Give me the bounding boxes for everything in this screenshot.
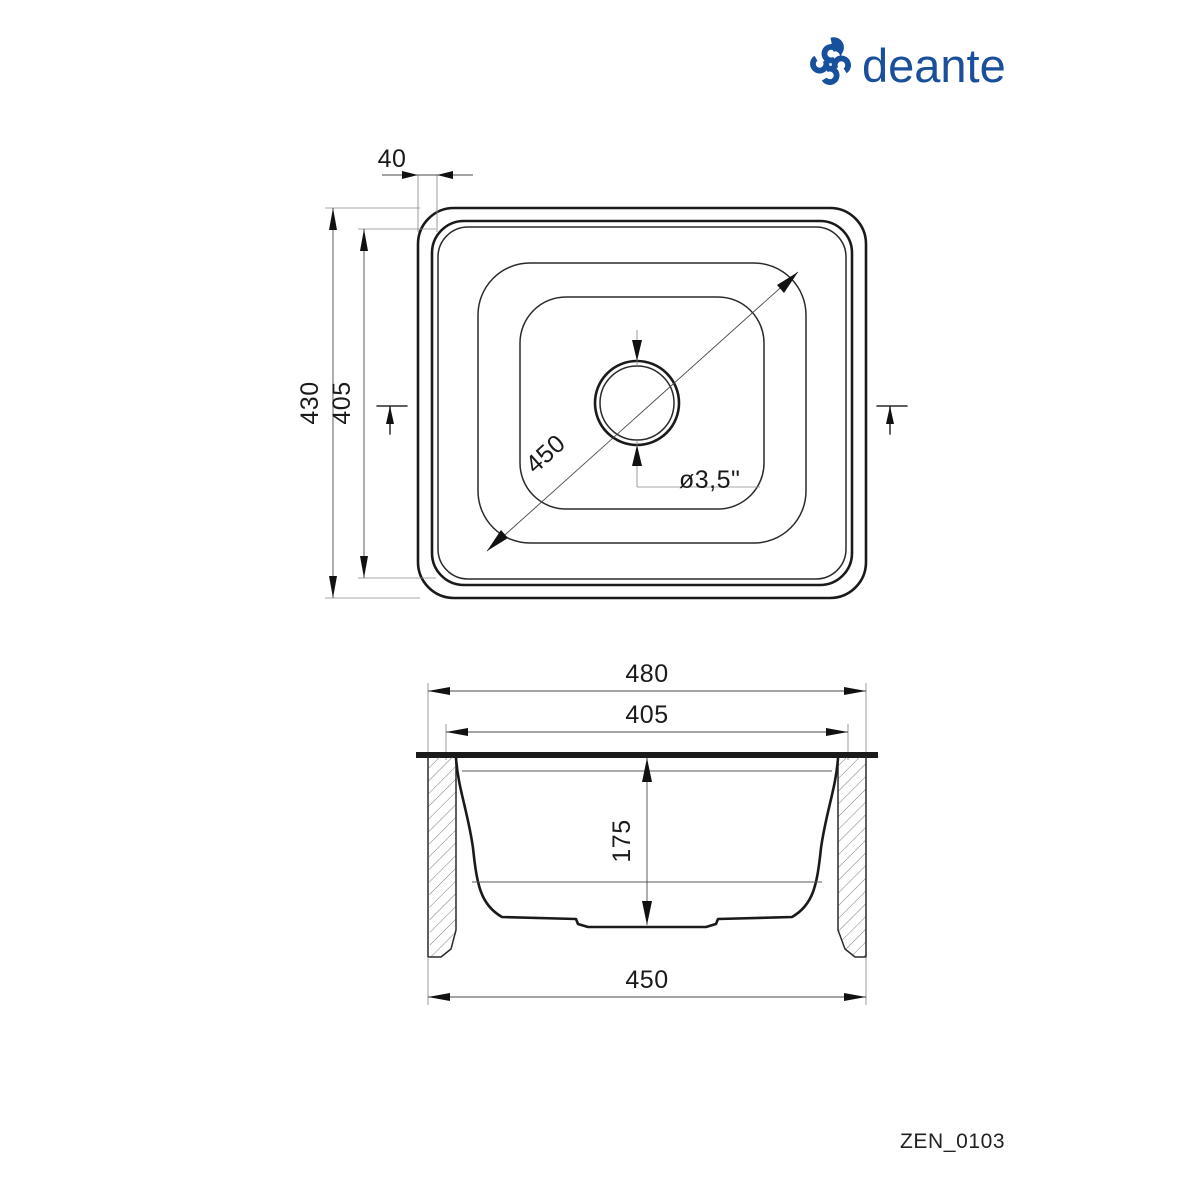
product-code-label: ZEN_0103 (900, 1130, 1005, 1153)
bowl-rim-outline (477, 262, 807, 544)
dimension-480: 480 (427, 660, 867, 760)
bowl-section-profile (454, 756, 840, 929)
drain-inner-circle (599, 365, 675, 441)
centerline-marker-left (376, 405, 408, 435)
dimension-drain-label: ø3,5" (679, 466, 740, 494)
brand-logo: deante (810, 37, 1006, 92)
deante-four-petal-mark (810, 37, 851, 85)
flange-bead-outer (430, 219, 854, 587)
dimension-430: 430 (296, 207, 420, 599)
dimension-405-section: 405 (445, 701, 849, 760)
flange-bead-inner (437, 226, 847, 580)
drain-outer-circle (593, 359, 681, 447)
dimension-40-label: 40 (378, 145, 407, 173)
dimension-405-top: 405 (328, 228, 436, 579)
dimension-480-label: 480 (625, 660, 668, 688)
dimension-405-top-label: 405 (328, 381, 356, 424)
brand-wordmark: deante (862, 39, 1006, 92)
section-wall-left (427, 756, 457, 958)
top-view: 40 430 405 (296, 145, 908, 600)
dimension-450-bottom: 450 (427, 957, 867, 1005)
dimension-405-section-label: 405 (625, 701, 668, 729)
section-view: 480 405 (416, 660, 878, 1005)
dimension-175: 175 (608, 758, 652, 925)
section-wall-right (837, 756, 867, 958)
dimension-450-bottom-label: 450 (625, 966, 668, 994)
centerline-marker-right (876, 405, 908, 435)
dimension-175-label: 175 (608, 819, 636, 862)
dimension-drain: ø3,5" (632, 330, 760, 494)
flange-plate (416, 752, 878, 758)
dimension-40: 40 (378, 145, 473, 232)
bowl-bottom-outline (519, 296, 765, 510)
dimension-430-label: 430 (296, 381, 324, 424)
flange-outline (416, 206, 868, 600)
dimension-450-diagonal-label: 450 (520, 429, 571, 479)
